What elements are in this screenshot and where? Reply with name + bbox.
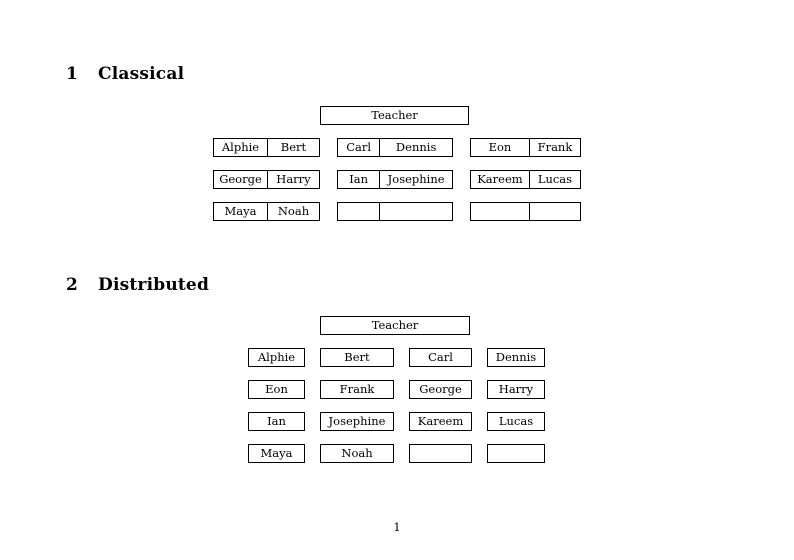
student-box: Harry bbox=[487, 380, 545, 399]
section-number: 2 bbox=[66, 275, 79, 295]
student-box: Harry bbox=[266, 171, 319, 188]
student-box: Frank bbox=[528, 139, 580, 156]
student-box: Lucas bbox=[528, 171, 580, 188]
student-box: Kareem bbox=[409, 412, 472, 431]
student-box: Alphie bbox=[221, 140, 260, 154]
section-heading-distributed: 2 Distributed bbox=[66, 275, 209, 295]
teacher-box-distributed: Teacher bbox=[320, 316, 470, 335]
student-box bbox=[338, 203, 379, 220]
student-box bbox=[471, 203, 529, 220]
pair-row: Kareem Lucas bbox=[470, 170, 581, 189]
pair-row: Carl Dennis bbox=[337, 138, 453, 157]
pair-row bbox=[337, 202, 453, 221]
pair-row: Alphie Bert bbox=[213, 138, 320, 157]
student-box: Josephine bbox=[379, 171, 452, 188]
student-box: Bert bbox=[266, 139, 319, 156]
student-box: Dennis bbox=[379, 139, 452, 156]
student-box: George bbox=[409, 380, 472, 399]
student-box: Noah bbox=[320, 444, 394, 463]
student-box: Ian bbox=[248, 412, 305, 431]
section-title: Classical bbox=[98, 64, 185, 84]
teacher-box-classical: Teacher bbox=[320, 106, 469, 125]
section-title: Distributed bbox=[98, 275, 210, 295]
pair-row: Eon Frank bbox=[470, 138, 581, 157]
student-box: Noah bbox=[266, 203, 319, 220]
student-box: Frank bbox=[320, 380, 394, 399]
pair-row: Ian Josephine bbox=[337, 170, 453, 189]
pair-row bbox=[470, 202, 581, 221]
student-box: Maya bbox=[248, 444, 305, 463]
student-box: George bbox=[219, 172, 262, 186]
pair-row: Maya Noah bbox=[213, 202, 320, 221]
student-box: Josephine bbox=[320, 412, 394, 431]
page-number: 1 bbox=[393, 520, 401, 534]
student-box: Dennis bbox=[487, 348, 545, 367]
student-box: Carl bbox=[409, 348, 472, 367]
student-box bbox=[409, 444, 472, 463]
student-box: Bert bbox=[320, 348, 394, 367]
student-box bbox=[487, 444, 545, 463]
section-number: 1 bbox=[66, 64, 79, 84]
student-box: Ian bbox=[349, 172, 369, 186]
student-box: Eon bbox=[488, 140, 512, 154]
student-box: Kareem bbox=[477, 172, 523, 186]
pair-row: George Harry bbox=[213, 170, 320, 189]
student-box: Carl bbox=[346, 140, 372, 154]
student-box: Alphie bbox=[248, 348, 305, 367]
student-box: Eon bbox=[248, 380, 305, 399]
student-box: Maya bbox=[224, 204, 257, 218]
student-box: Lucas bbox=[487, 412, 545, 431]
student-box bbox=[528, 203, 580, 220]
student-box bbox=[379, 203, 452, 220]
section-heading-classical: 1 Classical bbox=[66, 64, 184, 84]
